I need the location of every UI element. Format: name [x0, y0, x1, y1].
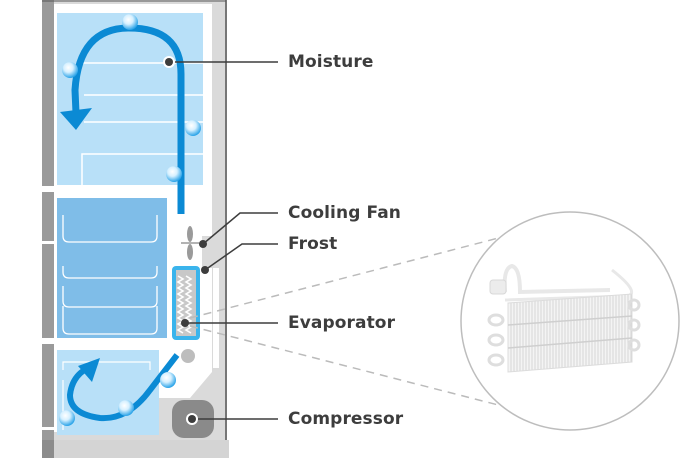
cooling-fan-label: Cooling Fan: [288, 203, 401, 223]
moisture-droplets: [59, 14, 201, 426]
cooling-fan-icon: [181, 226, 199, 260]
droplet: [118, 400, 134, 416]
moisture-marker: [165, 58, 173, 66]
droplet: [160, 372, 176, 388]
drain-icon: [181, 349, 195, 363]
evaporator-unit: [172, 266, 200, 340]
frost-marker: [201, 266, 209, 274]
arrow-up-icon: [78, 358, 100, 382]
droplet: [185, 120, 201, 136]
droplet: [59, 410, 75, 426]
compressor-marker: [188, 415, 196, 423]
leader-lines: [163, 56, 278, 425]
fan-marker: [199, 240, 207, 248]
droplet: [62, 62, 78, 78]
evaporator-marker: [181, 319, 189, 327]
evaporator-closeup: [460, 211, 680, 431]
droplet: [122, 14, 138, 30]
door-edge: [42, 0, 54, 458]
arrow-down-icon: [60, 108, 92, 130]
droplet: [166, 166, 182, 182]
freezer-compartment: [57, 198, 167, 338]
evaporator-label: Evaporator: [288, 313, 396, 333]
frost-label: Frost: [288, 234, 338, 254]
compressor-label: Compressor: [288, 409, 404, 429]
moisture-label: Moisture: [288, 52, 374, 72]
